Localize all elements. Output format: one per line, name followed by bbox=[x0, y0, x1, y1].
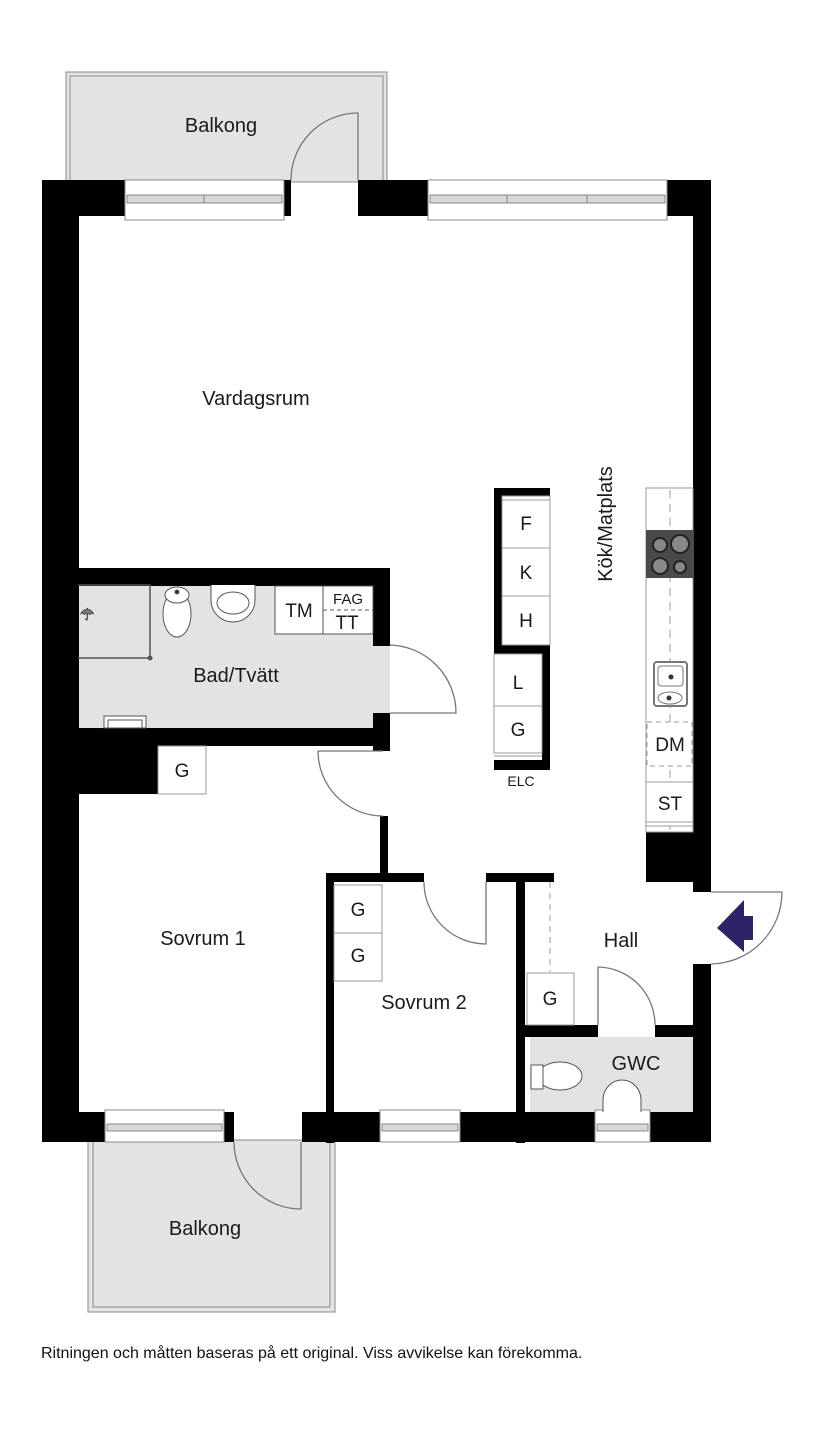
room-label-kok-matplats: Kök/Matplats bbox=[595, 466, 617, 582]
disclaimer-text: Ritningen och måtten baseras på ett orig… bbox=[41, 1345, 583, 1362]
fixture-label-tt: TT bbox=[335, 613, 359, 634]
room-label-balkong-bottom: Balkong bbox=[169, 1218, 241, 1240]
room-label-gwc: GWC bbox=[612, 1053, 661, 1075]
room-label-bad-tvatt: Bad/Tvätt bbox=[193, 665, 279, 687]
room-label-sovrum2: Sovrum 2 bbox=[381, 992, 467, 1014]
room-label-balkong-top: Balkong bbox=[185, 115, 257, 137]
fixture-label-g-elc: G bbox=[511, 720, 526, 741]
fixture-label-elc: ELC bbox=[507, 773, 534, 789]
room-label-sovrum1: Sovrum 1 bbox=[160, 928, 246, 950]
fixture-label-g-hall: G bbox=[543, 989, 558, 1010]
fixture-label-g-hallway: G bbox=[175, 761, 190, 782]
doors bbox=[233, 112, 783, 1210]
fixture-label-tm: TM bbox=[285, 601, 312, 622]
fixture-label-fag: FAG bbox=[333, 591, 363, 608]
bathroom-fixtures: ☂ bbox=[78, 584, 374, 729]
kitchen-counter bbox=[645, 487, 694, 833]
fixture-label-g-sovrum2-b: G bbox=[351, 946, 366, 967]
windows bbox=[104, 179, 668, 1143]
gwc-fixtures bbox=[530, 1061, 642, 1112]
elc-cabinets bbox=[493, 495, 551, 757]
room-label-vardagsrum: Vardagsrum bbox=[202, 388, 309, 410]
balcony-bottom bbox=[87, 1139, 336, 1313]
fixture-label-h: H bbox=[519, 611, 533, 632]
entrance-arrow-icon bbox=[717, 900, 753, 952]
fixture-label-f: F bbox=[520, 514, 532, 535]
room-label-hall: Hall bbox=[604, 930, 638, 952]
fixture-label-l: L bbox=[513, 673, 524, 694]
fixture-label-g-sovrum2-a: G bbox=[351, 900, 366, 921]
svg-text:☂: ☂ bbox=[80, 607, 94, 624]
fixture-label-k: K bbox=[520, 563, 533, 584]
balcony-top bbox=[65, 71, 388, 183]
walls bbox=[42, 180, 711, 1143]
fixture-label-dm: DM bbox=[655, 735, 685, 756]
fixture-label-st: ST bbox=[658, 794, 683, 815]
